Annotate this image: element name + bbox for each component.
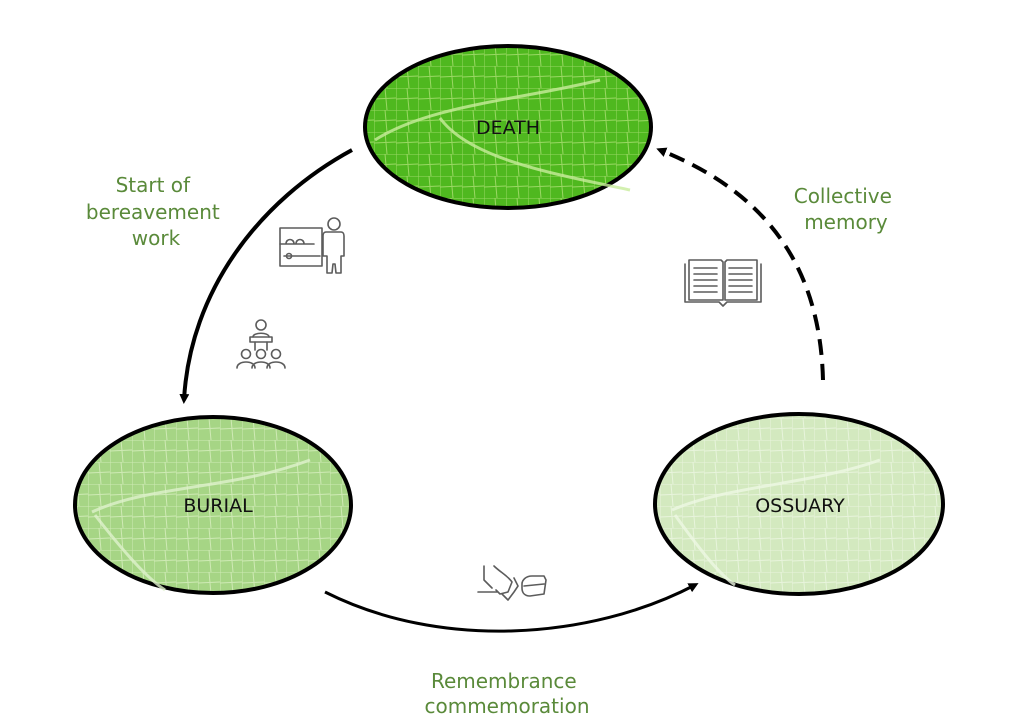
node-burial: BURIAL [73, 415, 353, 595]
label-line: Start of [116, 173, 191, 197]
edge-label-remembrance-commemoration: Remembrance commemoration [424, 669, 589, 718]
open-book-icon [684, 259, 762, 307]
node-death: DEATH [363, 44, 653, 210]
label-line: Collective [794, 184, 892, 208]
edge-label-start-of-bereavement-work: Start of bereavement work [86, 173, 226, 250]
node-label-death: DEATH [476, 117, 540, 139]
edge-burial-to-ossuary [324, 583, 699, 633]
funeral-ceremony-icon [236, 319, 286, 369]
label-line: bereavement [86, 200, 220, 224]
label-line: memory [804, 210, 888, 234]
node-ossuary: OSSUARY [653, 412, 945, 596]
node-label-burial: BURIAL [183, 495, 253, 517]
edge-ossuary-to-death [656, 147, 825, 381]
edge-death-to-burial [179, 148, 353, 404]
label-line: commemoration [424, 694, 589, 718]
flower-laying-hand-icon [477, 565, 547, 601]
coffin-viewing-icon [279, 217, 345, 274]
label-line: work [132, 226, 181, 250]
label-line: Remembrance [431, 669, 577, 693]
node-label-ossuary: OSSUARY [755, 495, 845, 517]
edge-label-collective-memory: Collective memory [794, 184, 899, 234]
